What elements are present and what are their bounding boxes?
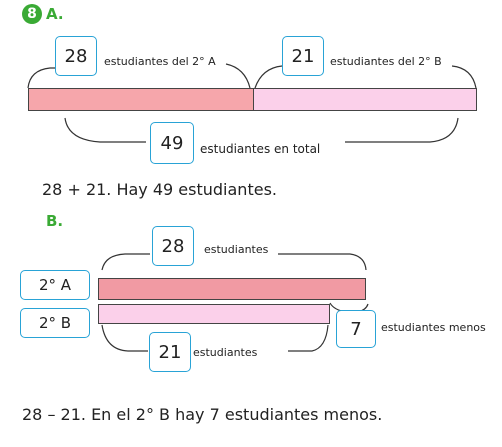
part-b-diff-value-box: 7 — [336, 310, 376, 348]
brace-b-bottom-right — [288, 324, 329, 352]
part-b-diff-value: 7 — [350, 318, 362, 340]
part-a-total-value: 49 — [160, 132, 184, 154]
part-b-top-text: estudiantes — [204, 243, 269, 256]
part-b-label: B. — [46, 212, 64, 230]
part-a-right-value: 21 — [291, 45, 315, 67]
part-b-sentence: 28 – 21. En el 2° B hay 7 estudiantes me… — [22, 405, 383, 424]
part-b-bar-row1 — [98, 278, 366, 300]
exercise-number-badge: 8 — [22, 4, 42, 24]
part-a-right-text: estudiantes del 2° B — [330, 55, 442, 68]
part-a-right-value-box: 21 — [282, 36, 324, 76]
part-b-top-value-box: 28 — [152, 226, 194, 266]
part-a-bar-left — [28, 88, 254, 111]
part-a-left-value-box: 28 — [55, 36, 97, 76]
brace-b-bottom-left — [101, 324, 148, 352]
part-a-left-value: 28 — [64, 45, 88, 67]
part-b-row2-label-box: 2° B — [20, 308, 90, 338]
part-a-sentence: 28 + 21. Hay 49 estudiantes. — [42, 180, 277, 199]
part-a-total-text: estudiantes en total — [200, 142, 321, 156]
brace-a-right-right — [451, 65, 477, 89]
brace-a-right-left — [254, 65, 283, 89]
part-b-bottom-text: estudiantes — [193, 346, 258, 359]
brace-b-top-left — [101, 253, 150, 271]
part-a-bar-right — [253, 88, 477, 111]
part-b-bottom-value: 21 — [158, 341, 182, 363]
brace-b-top-right — [278, 253, 367, 271]
part-b-row1-label-box: 2° A — [20, 270, 90, 300]
part-a-left-text: estudiantes del 2° A — [104, 55, 216, 68]
part-b-row1-label: 2° A — [38, 276, 72, 294]
brace-a-bottom-left — [64, 117, 146, 143]
part-b-top-value: 28 — [161, 235, 185, 257]
brace-a-left-right — [225, 63, 251, 89]
part-b-diff-text: estudiantes menos — [381, 321, 486, 334]
brace-a-bottom-right — [345, 117, 459, 143]
part-b-bar-row2 — [98, 304, 330, 324]
part-a-total-value-box: 49 — [150, 122, 194, 164]
brace-a-left — [27, 67, 60, 89]
part-b-bottom-value-box: 21 — [149, 332, 191, 372]
part-a-label: A. — [46, 5, 64, 23]
part-b-row2-label: 2° B — [38, 314, 72, 332]
